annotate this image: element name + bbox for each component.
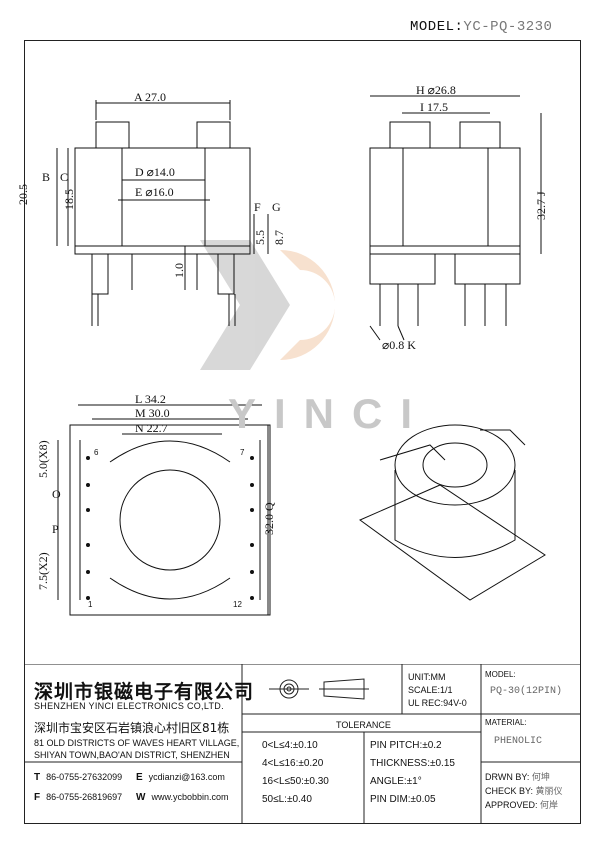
dim-g-value: 8.7 [272,230,286,245]
address-cn: 深圳市宝安区石岩镇浪心村旧区81栋 [34,721,230,735]
dim-m: M 30.0 [135,406,170,420]
yinci-logo-watermark [200,240,335,370]
company-name-en: SHENZHEN YINCI ELECTRONICS CO,LTD. [34,701,224,711]
model-field-label: MODEL: [485,670,516,679]
tolerance-header: TOLERANCE [336,720,391,730]
check-by: CHECK BY: 黄丽仪 [485,786,563,797]
dim-n: N 22.7 [135,421,168,435]
model-label: MODEL: [410,19,464,35]
company-name-cn: 深圳市银磁电子有限公司 [34,681,255,703]
dim-j-value: 1.0 [172,263,186,278]
dim-p-value: 7.5(X2) [36,552,50,590]
tol-1: 0<L≤4:±0.10 [262,740,318,751]
dim-e: E ⌀16.0 [135,185,174,199]
model-value: YC-PQ-3230 [463,19,553,35]
drawn-by: DRWN BY: 何坤 [485,772,550,783]
material-value: PHENOLIC [494,736,543,747]
unit: UNIT:MM [408,672,446,682]
dim-b: B [42,170,51,184]
dim-q: 32.0 Q [262,502,276,535]
approved-by: APPROVED: 何岸 [485,800,559,811]
dim-o-value: 5.0(X8) [36,440,50,478]
dim-h: H ⌀26.8 [416,83,456,97]
scale: SCALE:1/1 [408,685,453,695]
dim-p: P [52,522,59,536]
title-block: 深圳市银磁电子有限公司 SHENZHEN YINCI ELECTRONICS C… [24,664,581,824]
ul-rec: UL REC:94V-0 [408,698,467,708]
tol-5: PIN PITCH:±0.2 [370,740,442,751]
pin-6-label: 6 [94,448,99,457]
tol-6: THICKNESS:±0.15 [370,758,455,769]
tol-3: 16<L≤50:±0.30 [262,776,329,787]
dim-f: F [254,200,261,214]
dim-b-value: 20.5 [16,184,30,205]
dim-i: I 17.5 [420,100,448,114]
model-field-value: PQ-30(12PIN) [490,686,563,697]
material-label: MATERIAL: [485,718,527,727]
tol-4: 50≤L:±0.40 [262,794,312,805]
dim-c: C [60,170,69,184]
dim-k: ⌀0.8 K [382,338,416,352]
pin-12-label: 12 [233,600,242,609]
dim-l: L 34.2 [135,392,166,406]
dim-d: D ⌀14.0 [135,165,175,179]
dim-g: G [272,200,281,214]
dim-c-value: 18.5 [62,189,76,210]
tol-2: 4<L≤16:±0.20 [262,758,324,769]
dim-a: A 27.0 [134,90,167,104]
model-header: MODEL:YC-PQ-3230 [410,19,552,35]
dim-o: O [52,487,61,501]
pin-1-label: 1 [88,600,93,609]
drawing-frame [24,40,581,824]
dim-f-value: 5.5 [253,230,267,245]
address-en: 81 OLD DISTRICTS OF WAVES HEART VILLAGE,… [34,738,240,760]
watermark-text: YINCI [228,390,431,437]
tol-7: ANGLE:±1° [370,776,422,787]
dim-j: 32.7 J [534,191,548,220]
title-block-grid [24,664,581,824]
pin-7-label: 7 [240,448,245,457]
tol-8: PIN DIM:±0.05 [370,794,436,805]
